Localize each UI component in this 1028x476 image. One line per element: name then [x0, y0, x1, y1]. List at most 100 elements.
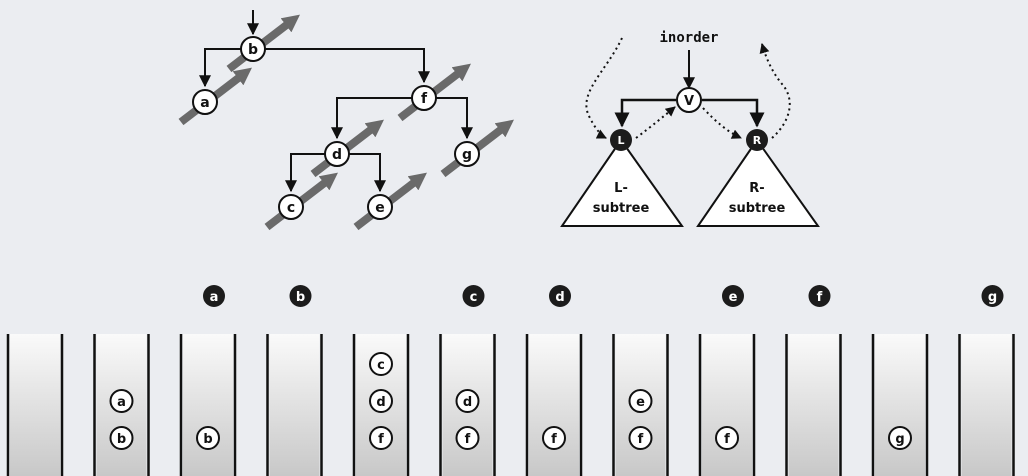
- right-subtree-label-1: R-: [749, 181, 764, 196]
- inorder-schema: inorder L- subtree R- subtree V L R: [560, 30, 820, 227]
- tree-node-circle: [240, 36, 266, 62]
- stack-walls: [352, 334, 410, 476]
- schema-right-edge: [702, 98, 765, 128]
- tree-node-circle: [367, 194, 393, 220]
- flow-into-left: [585, 37, 623, 139]
- sequence-step: f: [785, 285, 842, 476]
- visited-node-label: f: [817, 290, 823, 305]
- sequence-step: b: [266, 285, 323, 476]
- sequence-step: g: [871, 334, 929, 476]
- stack-item-label: d: [376, 395, 385, 410]
- stack-item-label: c: [377, 358, 385, 373]
- tree-edge-d-c: [285, 153, 325, 193]
- left-subtree-label-2: subtree: [593, 201, 650, 216]
- stack-item-circle: [455, 389, 480, 413]
- stack-item-circle: [109, 389, 134, 413]
- stack-item-circle: [542, 426, 566, 450]
- tree-node-circle: [324, 141, 350, 167]
- right-subtree-triangle: [696, 138, 820, 227]
- stack-walls: [6, 334, 64, 476]
- stack-walls: [93, 334, 150, 476]
- stack-item-label: g: [895, 432, 904, 447]
- schema-title: inorder: [659, 30, 718, 46]
- tree-node-label: e: [375, 200, 385, 216]
- tree-node-label: b: [248, 42, 258, 58]
- stack-item-label: b: [117, 432, 126, 447]
- sequence-step: df: [525, 285, 583, 476]
- tree-node-c: c: [278, 194, 304, 220]
- tree-edge-f-g: [436, 97, 473, 140]
- tree-edge-b-f: [265, 48, 430, 84]
- right-subtree-label-2: subtree: [729, 201, 786, 216]
- schema-left-label: L: [617, 134, 624, 147]
- tree-node-a: a: [192, 89, 218, 115]
- stack-walls: [698, 334, 756, 476]
- sequence-step: ab: [179, 285, 237, 476]
- schema-flow-arrows: [585, 37, 791, 139]
- flow-root-to-right: [702, 107, 742, 139]
- stack-walls: [525, 334, 583, 476]
- tree-edge-d-e: [349, 153, 386, 193]
- tree-edges: [199, 10, 473, 193]
- sequence-step: cdf: [439, 285, 496, 476]
- stack-walls: [785, 334, 842, 476]
- schema-right-label: R: [753, 134, 762, 147]
- stack-walls: [958, 334, 1015, 476]
- visited-node-badge: [203, 285, 225, 307]
- tree-node-label: d: [332, 147, 342, 163]
- tree-edge-f-d: [331, 97, 412, 140]
- visited-node-badge: [462, 285, 485, 307]
- stack-item-circle: [109, 426, 134, 450]
- stack-item-label: e: [636, 395, 645, 410]
- stack-fill: [183, 334, 233, 476]
- stack-walls: [612, 334, 669, 476]
- sequence-step: ef: [612, 334, 669, 476]
- visited-node-badge: [289, 285, 312, 307]
- tree-edge-b-a: [199, 48, 241, 88]
- tree-node-b: b: [240, 36, 266, 62]
- visited-node-badge: [981, 285, 1004, 307]
- tree-node-e: e: [367, 194, 393, 220]
- visited-node-label: g: [988, 290, 997, 305]
- schema-root-label: V: [684, 94, 694, 109]
- stack-fill: [788, 334, 839, 476]
- stack-item-label: f: [465, 432, 471, 447]
- stack-item-circle: [369, 389, 393, 413]
- schema-root-node: [676, 87, 702, 113]
- stack-item-circle: [196, 426, 220, 450]
- visited-node-label: b: [296, 290, 305, 305]
- sequence-step: ab: [93, 334, 150, 476]
- flow-left-to-root: [635, 106, 676, 139]
- tree-node-label: a: [200, 95, 209, 111]
- visited-node-badge: [549, 285, 571, 307]
- schema-left-edge: [614, 98, 676, 128]
- stack-walls: [871, 334, 929, 476]
- flow-out-of-right: [759, 43, 791, 139]
- tree-node-circle: [192, 89, 218, 115]
- traversal-arrows: [178, 14, 514, 231]
- stack-walls: [179, 334, 237, 476]
- tree-node-circle: [278, 194, 304, 220]
- schema-left-node: [610, 129, 632, 151]
- tree-node-circle: [411, 85, 437, 111]
- sequence-step: ef: [698, 285, 756, 476]
- stack-item-label: d: [463, 395, 472, 410]
- tree-node-f: f: [411, 85, 437, 111]
- stack-item-label: f: [724, 432, 730, 447]
- visited-node-label: d: [555, 290, 564, 305]
- stack-item-circle: [628, 426, 653, 450]
- stack-fill: [269, 334, 320, 476]
- visited-node-label: e: [729, 290, 738, 305]
- stack-walls: [439, 334, 496, 476]
- stack-item-circle: [369, 426, 393, 450]
- stack-item-label: f: [638, 432, 644, 447]
- visited-node-label: a: [210, 290, 219, 305]
- schema-right-node: [746, 129, 768, 151]
- sequence-step: [6, 334, 64, 476]
- stack-item-circle: [455, 426, 480, 450]
- visited-node-badge: [722, 285, 744, 307]
